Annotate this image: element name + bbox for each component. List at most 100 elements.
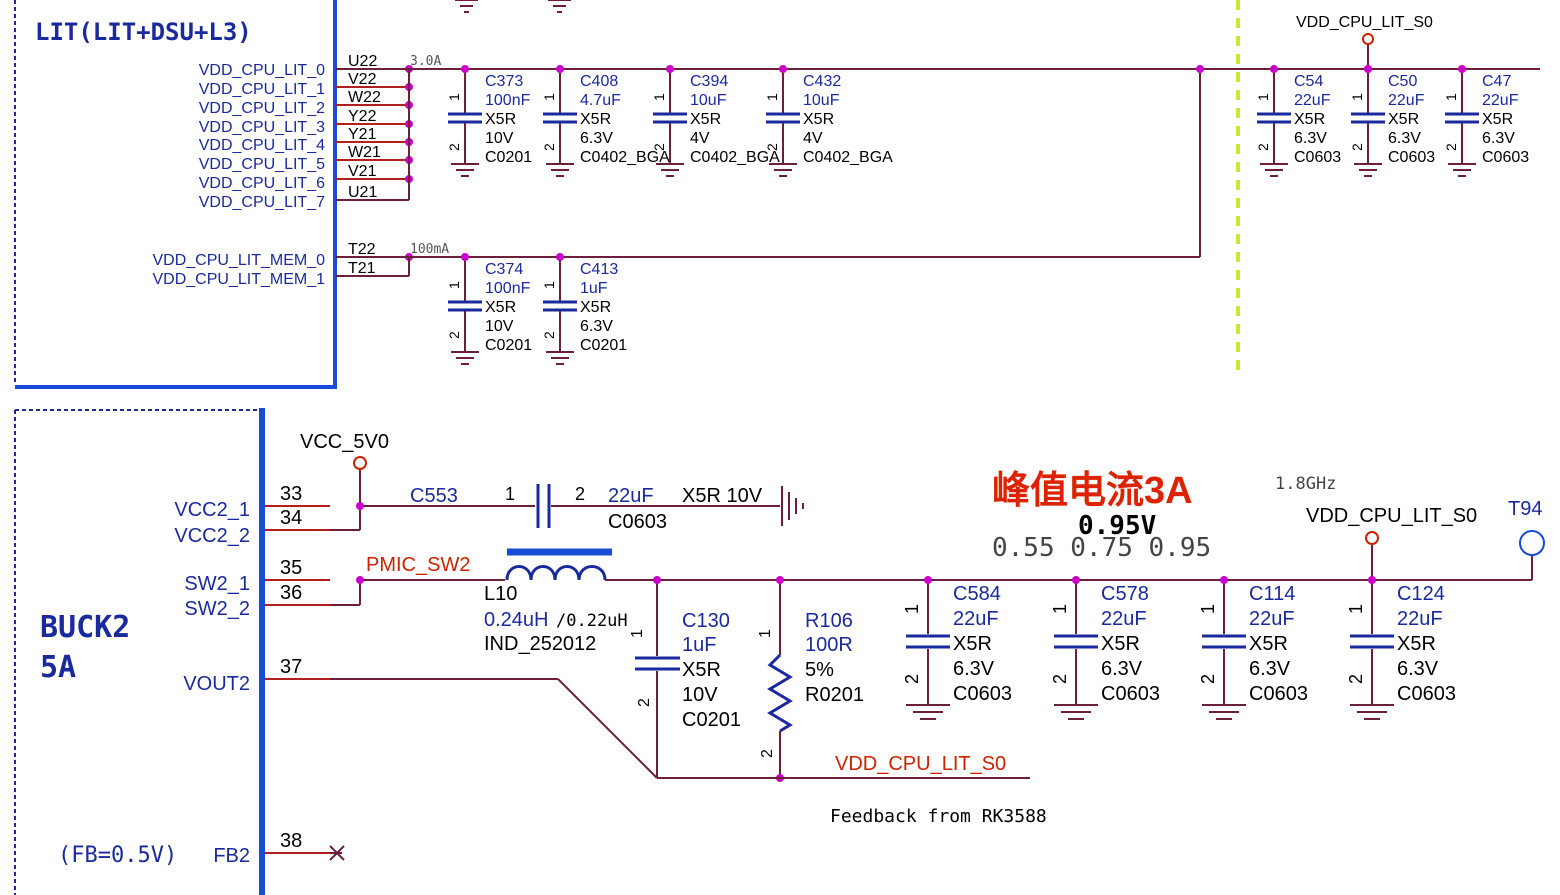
svg-text:1: 1: [764, 93, 780, 101]
out-cap-diel: X5R: [1397, 633, 1436, 655]
cap-value: 22uF: [1294, 92, 1331, 109]
c553-pin2: 2: [575, 484, 585, 504]
cap-value: 10uF: [690, 92, 727, 109]
lit-mem-pin: T22: [348, 241, 376, 258]
buck-pin-name: VCC2_2: [174, 525, 250, 547]
top-net-label: VDD_CPU_LIT_S0: [1296, 14, 1433, 31]
out-cap-ref: C584: [953, 583, 1001, 605]
svg-text:1: 1: [1050, 604, 1070, 614]
mem-capacitors: 12C374100nFX5R10VC020112C4131uFX5R6.3VC0…: [446, 253, 627, 365]
cap-pkg: C0603: [1388, 149, 1435, 166]
buck2-title: BUCK2: [40, 610, 130, 645]
lit-mem-label: VDD_CPU_LIT_MEM_0: [153, 252, 326, 269]
freq-note: 1.8GHz: [1275, 474, 1336, 494]
cap-volt: 6.3V: [1388, 130, 1421, 147]
svg-text:1: 1: [446, 281, 462, 289]
svg-text:2: 2: [1346, 674, 1366, 684]
cap-value: 4.7uF: [580, 92, 621, 109]
out-cap-volt: 6.3V: [1101, 658, 1143, 680]
fb-net: VDD_CPU_LIT_S0: [835, 753, 1006, 775]
lit-pin-number: Y22: [348, 108, 377, 125]
cap-value: 10uF: [803, 92, 840, 109]
out-cap-diel: X5R: [953, 633, 992, 655]
cap-ref: C394: [690, 73, 728, 90]
lit-net-label: VDD_CPU_LIT_2: [199, 100, 325, 117]
cap-diel: X5R: [1388, 111, 1419, 128]
svg-text:2: 2: [902, 674, 922, 684]
lit-pin-number: V22: [348, 71, 377, 88]
cap-volt: 10V: [485, 318, 514, 335]
lit-pin-number: Y21: [348, 126, 377, 143]
cap-pkg: C0402_BGA: [690, 149, 780, 166]
cap-pkg: C0603: [1482, 149, 1529, 166]
buck-pin-name: VOUT2: [183, 673, 250, 695]
annotations: 峰值电流3A 1.8GHz 0.95V 0.55 0.75 0.95: [992, 470, 1336, 563]
cap-pkg: C0402_BGA: [803, 149, 893, 166]
out-cap-value: 22uF: [953, 608, 999, 630]
cap-diel: X5R: [1482, 111, 1513, 128]
lit-block-title: LIT(LIT+DSU+L3): [35, 18, 252, 46]
out-cap-volt: 6.3V: [1249, 658, 1291, 680]
out-cap-value: 22uF: [1397, 608, 1443, 630]
c553-pin1: 1: [505, 484, 515, 504]
feedback-note: Feedback from RK3588: [830, 806, 1047, 827]
cap-value: 22uF: [1388, 92, 1425, 109]
out-cap-pkg: C0603: [1397, 683, 1456, 705]
out-cap-ref: C578: [1101, 583, 1149, 605]
vcc-net: VCC_5V0: [300, 431, 389, 453]
lit-block: LIT(LIT+DSU+L3): [14, 0, 337, 389]
out-cap-value: 22uF: [1101, 608, 1147, 630]
lit-pin-number: V21: [348, 163, 377, 180]
svg-text:2: 2: [446, 331, 462, 339]
r106-pkg: R0201: [805, 684, 864, 706]
svg-text:1: 1: [1443, 93, 1459, 101]
buck-pin-name: FB2: [213, 845, 250, 867]
cap-ref: C413: [580, 261, 618, 278]
lit-net-label: VDD_CPU_LIT_4: [199, 137, 325, 154]
c130-value: 1uF: [682, 634, 716, 656]
cap-diel: X5R: [803, 111, 834, 128]
svg-text:2: 2: [1443, 143, 1459, 151]
voltage-note: 0.95V: [1078, 511, 1156, 541]
fb-note: (FB=0.5V): [58, 843, 177, 868]
c553-pkg: C0603: [608, 511, 667, 533]
buck2-rating: 5A: [40, 650, 76, 685]
current-mem-label: 100mA: [410, 242, 449, 257]
cap-diel: X5R: [690, 111, 721, 128]
out-cap-ref: C124: [1397, 583, 1445, 605]
out-cap-volt: 6.3V: [953, 658, 995, 680]
cap-volt: 6.3V: [1294, 130, 1327, 147]
cap-ref: C47: [1482, 73, 1511, 90]
cap-volt: 10V: [485, 130, 514, 147]
lit-pin-number: U21: [348, 184, 377, 201]
cap-pkg: C0402_BGA: [580, 149, 670, 166]
svg-text:1: 1: [1349, 93, 1365, 101]
svg-text:1: 1: [1346, 604, 1366, 614]
lit-pin-number: W21: [348, 144, 381, 161]
out-cap-diel: X5R: [1249, 633, 1288, 655]
cap-volt: 4V: [690, 130, 710, 147]
current-main-label: 3.0A: [410, 54, 441, 69]
cap-ref: C408: [580, 73, 618, 90]
out-cap-pkg: C0603: [953, 683, 1012, 705]
l10-alt: /0.22uH: [556, 611, 628, 631]
cap-diel: X5R: [580, 299, 611, 316]
cap-volt: 6.3V: [580, 130, 613, 147]
testpoint-ref: T94: [1508, 498, 1542, 520]
lit-pin-labels: VDD_CPU_LIT_0VDD_CPU_LIT_1VDD_CPU_LIT_2V…: [153, 53, 413, 288]
svg-text:2: 2: [541, 143, 557, 151]
svg-text:1: 1: [902, 604, 922, 614]
svg-text:2: 2: [1050, 674, 1070, 684]
svg-text:1: 1: [541, 93, 557, 101]
svg-text:2: 2: [759, 749, 776, 758]
lit-net-label: VDD_CPU_LIT_0: [199, 62, 325, 79]
svg-text:2: 2: [1349, 143, 1365, 151]
top-rails: 3.0A 100mA VDD_CPU_LIT_S0: [336, 0, 1540, 277]
out-cap-ref: C114: [1249, 583, 1295, 605]
c130-volt: 10V: [682, 684, 718, 706]
lit-pin-number: W22: [348, 89, 381, 106]
l10-ref: L10: [484, 583, 517, 605]
svg-text:1: 1: [629, 629, 646, 638]
